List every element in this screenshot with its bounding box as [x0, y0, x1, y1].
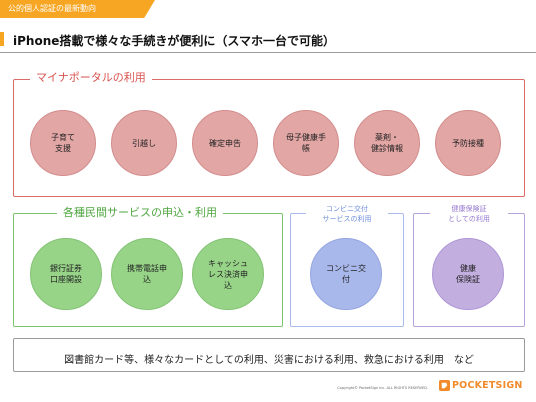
convenience-label: コンビニ交付サービスの利用	[306, 204, 388, 224]
mynaportal-item-tax-return: 確定申告	[192, 110, 258, 176]
other-uses-box: 図書館カード等、様々なカードとしての利用、災害における利用、救急における利用 な…	[13, 338, 525, 372]
convenience-item: コンビニ交付	[310, 238, 382, 310]
mynaportal-item-maternal-handbook: 母子健康手帳	[273, 110, 339, 176]
insurance-label: 健康保険証としての利用	[430, 204, 508, 224]
mynaportal-item-vaccination: 予防接種	[435, 110, 501, 176]
mynaportal-item-moving: 引越し	[111, 110, 177, 176]
mynaportal-frame	[13, 79, 525, 197]
title-accent-bar	[0, 32, 4, 46]
copyright-text: Copyright© PocketSign Inc. ALL RIGHTS RE…	[337, 386, 428, 390]
private-item-cashless-payment: キャッシュレス決済申込	[192, 238, 264, 310]
brand-logo-text: POCKETSIGN	[452, 380, 523, 391]
mynaportal-label: マイナポータルの利用	[30, 71, 152, 85]
other-uses-text: 図書館カード等、様々なカードとしての利用、災害における利用、救急における利用 な…	[64, 355, 474, 366]
section-tag	[0, 0, 155, 18]
section-tag-text: 公的個人認証の最新動向	[8, 4, 96, 13]
mynaportal-item-medication: 薬剤・健診情報	[354, 110, 420, 176]
insurance-item: 健康保険証	[432, 238, 504, 310]
private-item-mobile-contract: 携帯電話申込	[111, 238, 183, 310]
title-divider	[0, 52, 536, 53]
private-item-bank-account: 銀行証券口座開設	[30, 238, 102, 310]
pocketsign-logo-icon	[439, 380, 450, 391]
private-services-label: 各種民間サービスの申込・利用	[57, 206, 223, 220]
page-title: iPhone搭載で様々な手続きが便利に（スマホ一台で可能）	[13, 34, 336, 48]
mynaportal-item-childcare: 子育て支援	[30, 110, 96, 176]
